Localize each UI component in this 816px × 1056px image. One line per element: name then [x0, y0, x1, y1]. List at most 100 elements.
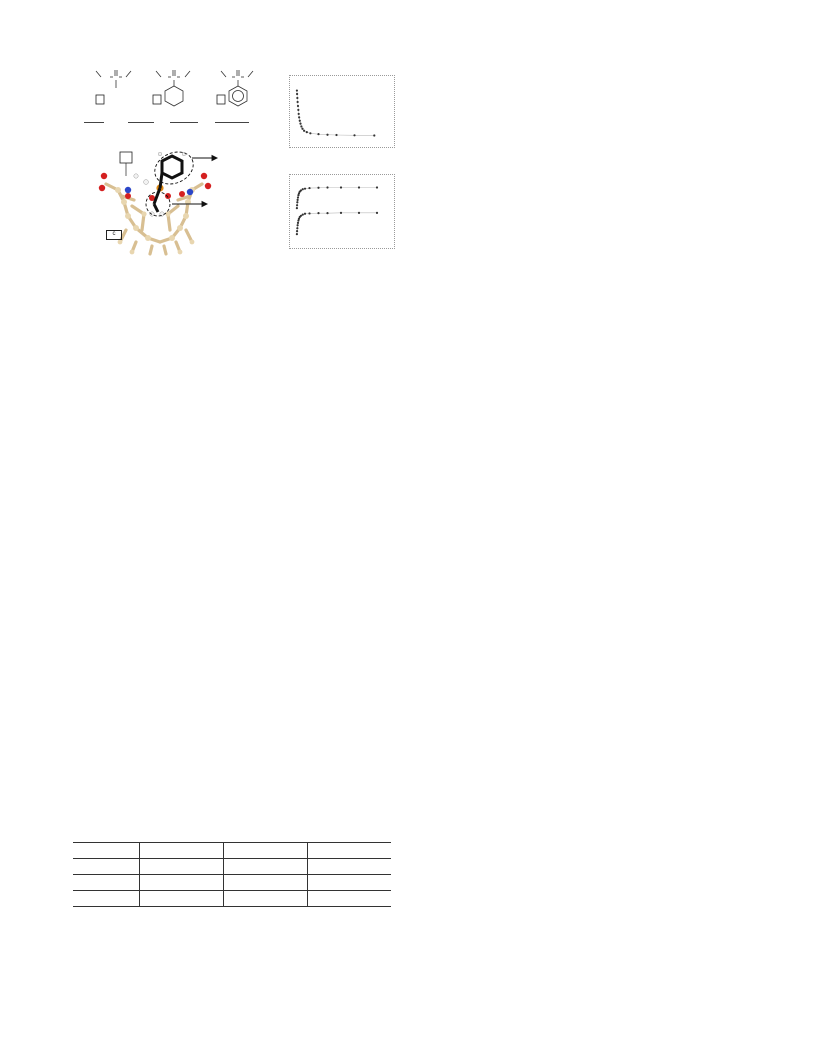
model-c-label: c — [106, 230, 122, 240]
data-point — [303, 129, 306, 132]
table-cell — [138, 858, 223, 875]
nitrogen-atoms — [124, 186, 194, 196]
guest-phenyl — [158, 154, 184, 189]
data-point — [317, 133, 320, 136]
data-point — [375, 186, 379, 189]
data-point — [295, 89, 298, 92]
data-point — [335, 133, 338, 137]
arrow-phenyl — [192, 154, 219, 162]
data-point — [296, 96, 299, 100]
data-point — [298, 116, 301, 119]
data-point — [295, 92, 299, 96]
data-point — [297, 112, 300, 116]
table-cell — [73, 842, 139, 859]
data-point — [375, 211, 379, 214]
data-point — [295, 233, 298, 236]
data-point — [296, 104, 300, 108]
model-label-box — [119, 151, 133, 164]
table-cell — [73, 890, 139, 907]
chart-1 — [295, 89, 376, 137]
data-point — [295, 230, 299, 233]
data-point — [298, 119, 301, 122]
data-point — [317, 186, 320, 189]
table-cell — [138, 874, 223, 891]
data-point — [297, 219, 300, 222]
data-point — [339, 186, 343, 189]
data-point — [299, 214, 303, 217]
scheme-rule-2 — [128, 122, 154, 123]
table-cell — [306, 858, 391, 875]
data-point — [303, 187, 307, 190]
dashed-ellipse-methyl — [145, 191, 171, 217]
oxygen-atoms — [98, 172, 212, 201]
data-point — [297, 108, 300, 112]
data-point — [296, 198, 299, 201]
data-point — [296, 224, 299, 227]
data-point — [326, 133, 329, 136]
chart-2-frame — [289, 174, 395, 249]
data-point — [296, 196, 300, 199]
data-table — [73, 842, 391, 907]
scaffold-atoms — [115, 187, 195, 255]
molecular-model — [98, 151, 219, 256]
data-point — [339, 211, 343, 214]
structure-b — [155, 70, 191, 107]
data-point — [305, 131, 308, 134]
data-point — [296, 100, 299, 104]
table-row — [73, 842, 391, 859]
table-row — [73, 858, 391, 875]
data-point — [295, 204, 299, 207]
scheme-rule-3 — [170, 122, 198, 123]
scheme-rule-4 — [215, 122, 249, 123]
data-point — [299, 122, 302, 125]
table-cell — [306, 890, 391, 907]
data-point — [301, 213, 304, 216]
table-cell — [222, 858, 307, 875]
model-c-label-text: c — [112, 231, 116, 237]
arrow-methyl — [172, 200, 209, 208]
data-point — [326, 212, 329, 215]
data-point — [296, 227, 299, 230]
data-point — [309, 132, 312, 135]
data-point — [296, 221, 300, 224]
fit-line — [296, 90, 375, 136]
label-box-c — [216, 94, 226, 105]
table-cell — [222, 890, 307, 907]
data-point — [353, 134, 356, 137]
label-box-a — [95, 94, 105, 105]
label-box-b — [152, 94, 162, 105]
data-point — [357, 211, 361, 214]
data-point — [317, 212, 320, 215]
fit-line — [296, 212, 377, 235]
table-cell — [138, 890, 223, 907]
scheme-rule-1 — [84, 122, 104, 123]
data-point — [299, 189, 303, 192]
table-cell — [73, 874, 139, 891]
data-point — [357, 186, 361, 189]
data-point — [326, 186, 329, 189]
guest-methyl — [152, 187, 162, 213]
data-point — [297, 194, 300, 197]
data-point — [303, 212, 307, 215]
structure-a — [95, 70, 132, 88]
data-point — [297, 192, 301, 195]
data-point — [296, 201, 299, 204]
table-cell — [73, 858, 139, 875]
data-point — [300, 125, 303, 128]
data-point — [301, 127, 304, 130]
structure-scheme — [95, 70, 254, 107]
data-point — [373, 134, 376, 137]
table-row — [73, 890, 391, 907]
dashed-ellipse-phenyl — [154, 151, 194, 185]
fit-line — [296, 187, 377, 209]
data-point — [308, 212, 311, 215]
table-cell — [306, 842, 391, 859]
table-cell — [306, 874, 391, 891]
data-point — [297, 217, 301, 220]
table-cell — [138, 842, 223, 859]
data-point — [295, 207, 298, 210]
data-point — [308, 186, 311, 190]
data-point — [301, 188, 304, 191]
chart-2 — [295, 186, 379, 236]
table-cell — [222, 874, 307, 891]
